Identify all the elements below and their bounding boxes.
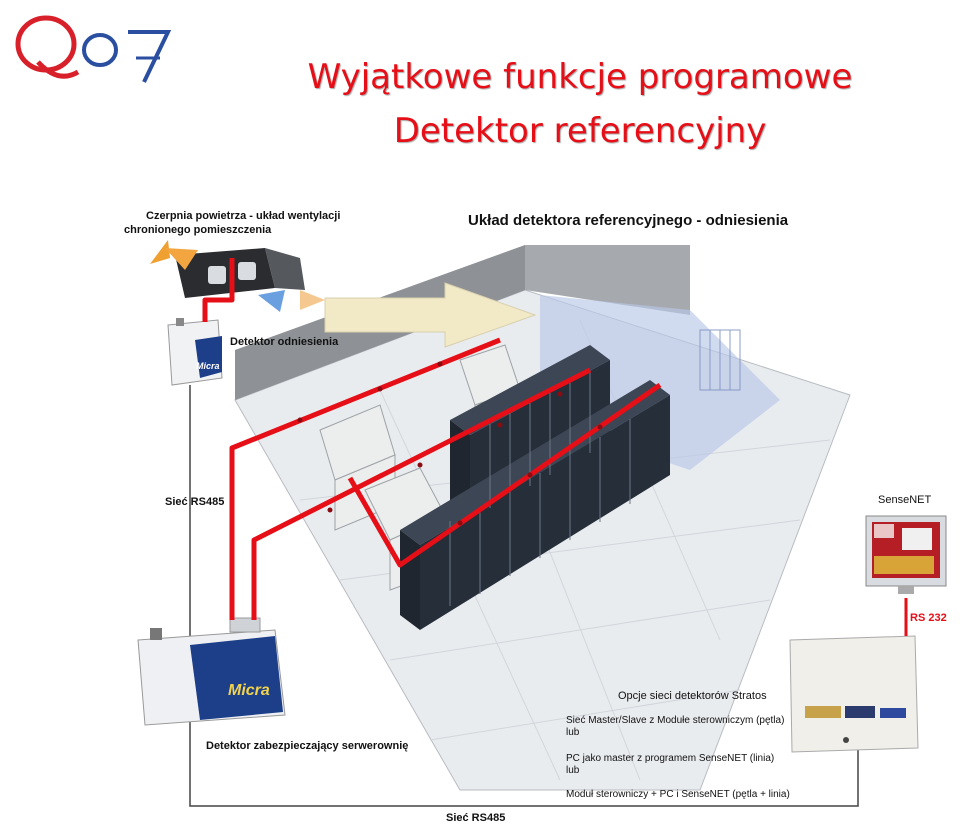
options-item-1: Sieć Master/Slave z Modułe sterowniczym … [566,715,785,726]
rs485-network-lines [189,385,859,807]
reference-detector-label: Detektor odniesienia [230,336,339,348]
title-line-1: Wyjątkowe funkcje programowe [307,57,853,97]
q07-logo [15,15,172,83]
reference-detector-device [167,318,223,386]
air-intake-label-line-2: chronionego pomieszczenia [124,224,272,236]
title-line-2: Detektor referencyjny [393,111,767,151]
glass-cage [699,329,741,391]
options-heading: Opcje sieci detektorów Stratos [618,690,767,702]
server-racks-row-2 [400,380,670,630]
rs232-label: RS 232 [910,612,947,624]
options-or-1: lub [566,727,580,738]
air-intake-unit [150,240,325,312]
back-wall [525,245,690,315]
options-or-2: lub [566,765,580,776]
sampling-pipes [202,258,662,620]
sensenet-monitor [865,515,947,594]
reference-device-brand: Micra [196,361,220,371]
pipe-sampling-points [297,361,603,526]
server-device-brand: Micra [228,682,270,699]
flow-arrow [324,282,537,348]
diagram-heading: Układ detektora referencyjnego - odniesi… [468,212,789,229]
server-detector-device [137,617,286,726]
rs485-bottom-label: Sieć RS485 [446,812,506,824]
sensenet-label: SenseNET [878,494,932,506]
server-detector-label: Detektor zabezpieczający serwerownię [206,740,409,752]
air-intake-label-line-1: Czerpnia powietrza - układ wentylacji [146,210,341,222]
control-panel-device [789,635,919,753]
rs485-vertical-label: Sieć RS485 [165,496,225,508]
options-item-2: PC jako master z programem SenseNET (lin… [566,753,775,764]
options-item-3: Moduł sterowniczy + PC i SenseNET (pętla… [566,789,790,800]
